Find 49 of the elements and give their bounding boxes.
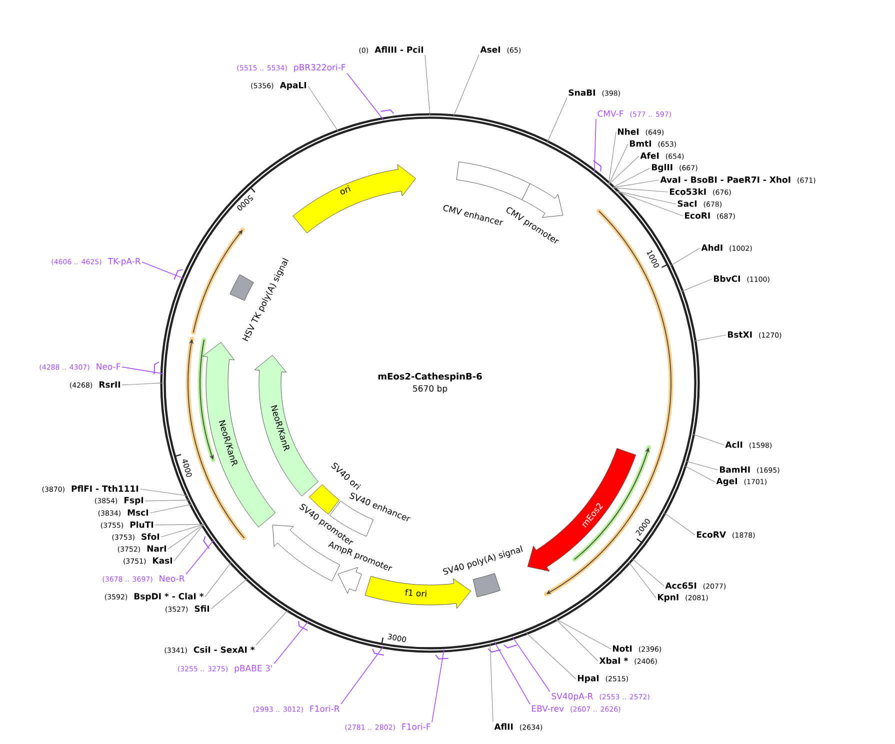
leader-line [612,187,668,192]
leader-line [174,524,204,562]
leader-line [680,278,712,292]
leader-line [144,500,190,502]
leader-line [160,524,204,538]
leader-line [525,632,576,680]
leader-line [615,190,684,216]
leader-line [494,642,530,705]
leader-line [555,618,612,650]
leader-line [663,512,696,536]
leader-line [204,561,232,598]
leader-line [594,118,596,173]
leader-line [122,382,164,386]
leader-line [615,190,676,204]
leader-line [608,156,640,185]
leader-line [685,460,718,470]
leader-line [608,132,616,185]
leader-line [692,434,724,446]
leader-line [432,649,444,722]
leader-line [274,620,310,664]
leader-line [628,561,656,598]
gene-feature: f1 ori [364,576,472,609]
node-label: CMV enhancer [443,205,504,226]
leader-line [168,524,204,550]
leader-line [210,578,248,610]
leader-line [154,524,204,526]
leader-line [308,86,339,132]
leader-line [122,366,164,374]
leader-line [631,558,664,586]
leader-line [555,618,598,662]
gene-feature: ori [292,164,416,234]
leader-line [490,642,494,722]
leader-line [346,72,384,120]
leader-line [142,262,185,280]
leader-line [546,98,568,144]
leader-line [186,540,214,575]
leader-line [612,168,650,188]
leader-line [670,248,700,266]
leader-line [608,144,628,185]
leader-line [140,488,188,496]
leader-line [340,646,384,704]
leader-line [150,504,192,514]
leader-line [612,180,660,188]
leader-line [684,465,716,482]
leader-line [424,54,430,116]
leader-line [512,636,550,692]
leader-line [256,609,289,646]
leader-line [693,334,726,342]
leader-line [452,54,480,118]
